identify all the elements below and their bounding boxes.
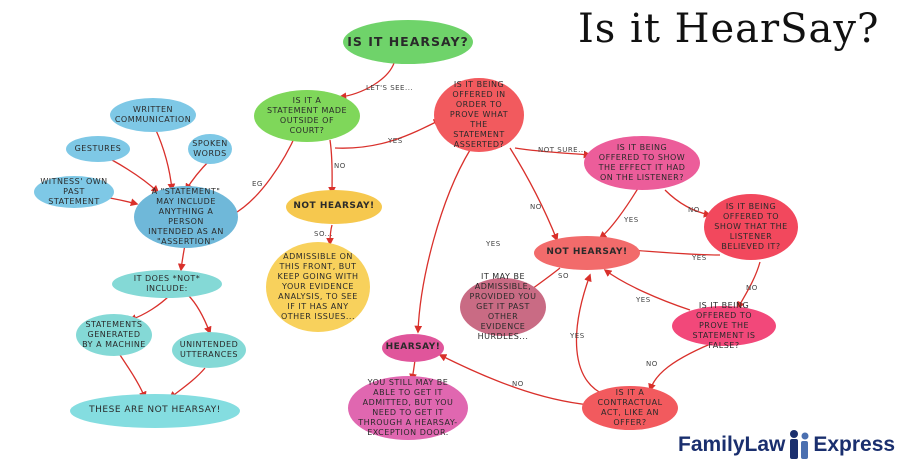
bubble-not-hearsay-top: NOT HEARSAY!: [286, 190, 382, 224]
bubble-label: IT MAY BE ADMISSIBLE, PROVIDED YOU GET I…: [469, 272, 537, 341]
arrow-statement-to-not-hearsay: [328, 139, 336, 195]
bubble-offered-to-prove: IS IT BEING OFFERED IN ORDER TO PROVE WH…: [434, 78, 524, 152]
family-law-express-logo: FamilyLaw Express: [678, 428, 895, 462]
arrow-offered-to-effect: [514, 147, 592, 159]
bubble-label: SPOKEN WORDS: [192, 139, 228, 158]
edge-label-so: SO: [558, 272, 569, 280]
arrow-statement-to-offered: [334, 119, 442, 149]
arrow-witness-to-definition: [109, 197, 139, 207]
bubble-label: GESTURES: [74, 144, 122, 153]
bubble-prove-false: IS IT BEING OFFERED TO PROVE THE STATEME…: [672, 301, 776, 350]
bubble-does-not-include: IT DOES *NOT* INCLUDE:: [112, 270, 222, 298]
arrow-offered-to-not-hearsay-right: [509, 147, 559, 242]
bubble-label: IS IT BEING OFFERED TO SHOW THAT THE LIS…: [714, 202, 788, 251]
bubble-label: IS IT BEING OFFERED IN ORDER TO PROVE WH…: [449, 80, 509, 149]
bubble-label: IS IT BEING OFFERED TO SHOW THE EFFECT I…: [598, 143, 686, 182]
logo-family-law: FamilyLaw: [678, 433, 786, 456]
bubble-listener-believed: IS IT BEING OFFERED TO SHOW THAT THE LIS…: [704, 194, 798, 260]
bubble-label: YOU STILL MAY BE ABLE TO GET IT ADMITTED…: [358, 378, 458, 437]
bubble-label: STATEMENTS GENERATED BY A MACHINE: [82, 320, 146, 349]
bubble-may-be-admissible: IT MAY BE ADMISSIBLE, PROVIDED YOU GET I…: [460, 272, 546, 341]
bubble-machine-statements: STATEMENTS GENERATED BY A MACHINE: [76, 314, 152, 356]
bubble-statement-outside-court: IS IT A STATEMENT MADE OUTSIDE OF COURT?: [254, 90, 360, 142]
arrow-prove-false-to-contract: [648, 339, 721, 392]
arrow-effect-to-not-hearsay: [598, 184, 641, 239]
bubble-label: IS IT A STATEMENT MADE OUTSIDE OF COURT?: [266, 96, 348, 135]
bubble-effect-on-listener: IS IT BEING OFFERED TO SHOW THE EFFECT I…: [584, 136, 700, 190]
arrow-definition-to-statement: [231, 130, 299, 216]
arrow-gestures-to-definition: [111, 159, 160, 194]
page-title: Is it HearSay?: [578, 6, 880, 52]
edge-label-no: NO: [746, 284, 758, 292]
bubble-label: WRITTEN COMMUNICATION: [114, 105, 192, 124]
bubble-still-admitted: YOU STILL MAY BE ABLE TO GET IT ADMITTED…: [348, 376, 468, 440]
bubble-spoken-words: SPOKEN WORDS: [188, 134, 232, 164]
family-icon: [790, 430, 809, 459]
bubble-label: IS IT BEING OFFERED TO PROVE THE STATEME…: [692, 301, 756, 350]
logo-express: Express: [813, 433, 896, 456]
arrow-contract-to-hearsay: [438, 354, 591, 406]
edge-label-no: NO: [512, 380, 524, 388]
bubble-label: UNINTENDED UTTERANCES: [179, 340, 239, 359]
edge-label-yes: YES: [636, 296, 651, 304]
bubble-label: A "STATEMENT" MAY INCLUDE ANYTHING A PER…: [148, 187, 224, 246]
bubble-not-hearsay-right: NOT HEARSAY!: [534, 236, 640, 270]
bubble-label: HEARSAY!: [385, 342, 441, 353]
edge-label-so: SO...: [314, 230, 333, 238]
arrow-machine-to-these: [119, 354, 147, 400]
edge-label-yes: YES: [388, 137, 403, 145]
bubble-label: NOT HEARSAY!: [546, 247, 628, 258]
edge-label-yes: YES: [624, 216, 639, 224]
bubble-label: NOT HEARSAY!: [293, 201, 375, 212]
bubble-is-it-hearsay: IS IT HEARSAY?: [343, 20, 473, 64]
bubble-admissible-front: ADMISSIBLE ON THIS FRONT, BUT KEEP GOING…: [266, 242, 370, 332]
edge-label-eg: EG: [252, 180, 263, 188]
bubble-label: THESE ARE NOT HEARSAY!: [89, 405, 221, 416]
bubble-gestures: GESTURES: [66, 136, 130, 162]
bubble-label: WITNESS' OWN PAST STATEMENT: [40, 177, 108, 206]
bubble-label: IT DOES *NOT* INCLUDE:: [133, 274, 201, 293]
bubble-label: IS IT HEARSAY?: [347, 34, 469, 50]
edge-label-yes: YES: [486, 240, 501, 248]
bubble-label: IS IT A CONTRACTUAL ACT, LIKE AN OFFER?: [597, 388, 663, 427]
edge-label-no: NO: [334, 162, 346, 170]
bubble-contractual-act: IS IT A CONTRACTUAL ACT, LIKE AN OFFER?: [582, 386, 678, 430]
arrow-prove-false-to-not-hearsay: [603, 269, 691, 311]
arrow-believed-to-prove-false: [737, 261, 761, 310]
bubble-written-communication: WRITTEN COMMUNICATION: [110, 98, 196, 132]
bubble-witness-own-statement: WITNESS' OWN PAST STATEMENT: [34, 176, 114, 208]
edge-label-yes: YES: [570, 332, 585, 340]
arrow-offered-to-hearsay: [414, 149, 471, 334]
edge-label-yes: YES: [692, 254, 707, 262]
bubble-these-are-not-hearsay: THESE ARE NOT HEARSAY!: [70, 394, 240, 428]
edge-label-no: NO: [688, 206, 700, 214]
arrow-doesnot-to-unintended: [187, 294, 212, 335]
arrow-written-to-definition: [154, 127, 176, 192]
arrow-doesnot-to-machine: [128, 294, 171, 322]
edge-label-no: NO: [530, 203, 542, 211]
edge-label-not-sure: NOT SURE...: [538, 146, 587, 154]
edge-label-lets-see: LET'S SEE...: [366, 84, 414, 92]
edge-label-no: NO: [646, 360, 658, 368]
bubble-hearsay: HEARSAY!: [382, 334, 444, 362]
arrow-start-to-statement: [338, 59, 396, 101]
bubble-statement-definition: A "STATEMENT" MAY INCLUDE ANYTHING A PER…: [134, 186, 238, 248]
bubble-label: ADMISSIBLE ON THIS FRONT, BUT KEEP GOING…: [277, 252, 359, 321]
bubble-unintended-utterances: UNINTENDED UTTERANCES: [172, 332, 246, 368]
arrow-definition-to-doesnot: [177, 244, 186, 272]
arrow-contract-to-not-hearsay: [575, 273, 606, 396]
